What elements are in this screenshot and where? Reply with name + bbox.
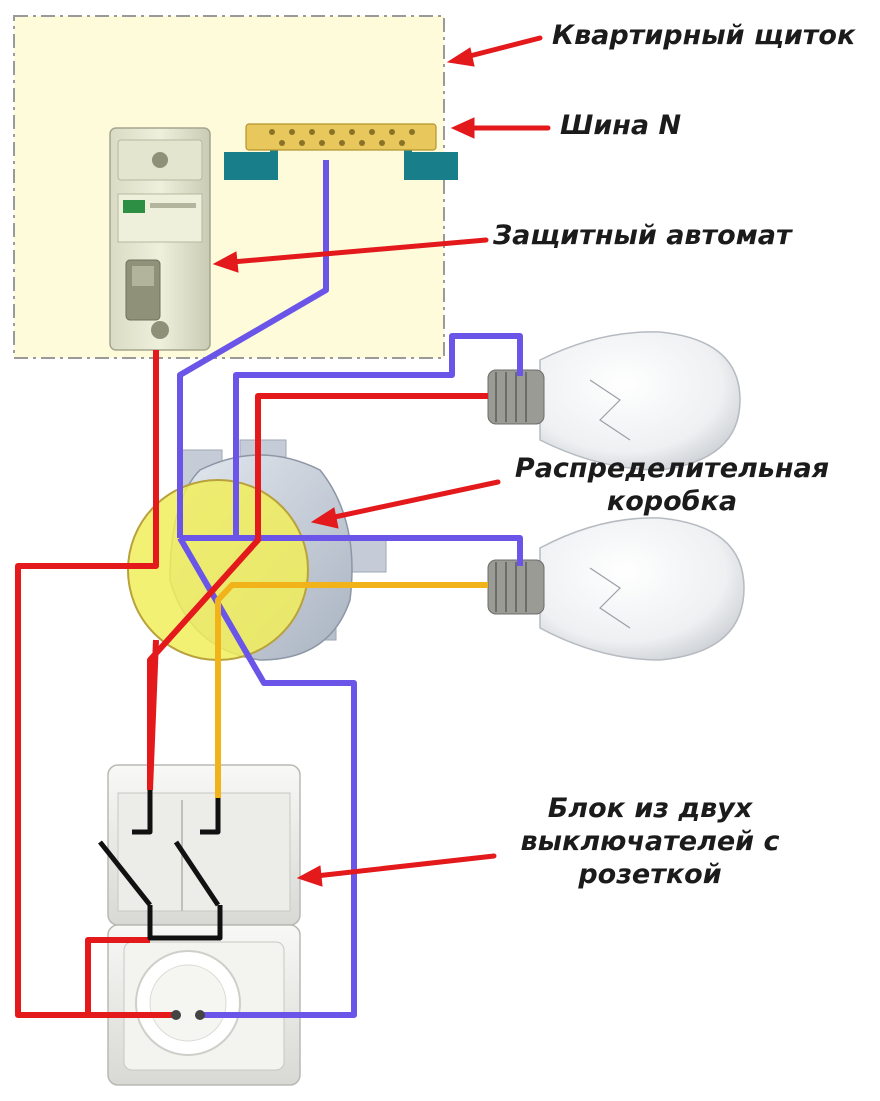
callout-arrows: [212, 35, 551, 887]
apartment-panel: [13, 15, 445, 359]
switch-socket-block: [107, 764, 301, 1086]
arrow-switch-block: [296, 853, 497, 887]
neutral-wire-to-socket: [177, 536, 357, 1018]
label-switch-block: Блок из двух выключателей с розеткой: [500, 793, 800, 892]
arrow-breaker: [212, 237, 489, 273]
neutral-wire-to-bottom-bulb: [180, 535, 523, 566]
phase-wire-from-breaker: [15, 350, 176, 1018]
label-junction-box: Распределительная коробка: [506, 453, 838, 519]
arrow-junction-box: [310, 479, 501, 529]
socket-pin-left: [171, 1010, 181, 1020]
circuit-breaker: [109, 127, 211, 351]
label-junction-box-line-2: коробка: [606, 485, 738, 517]
arrow-panel: [446, 35, 543, 67]
bulb-top: [487, 331, 741, 471]
label-junction-box-line-1: Распределительная: [514, 453, 830, 484]
label-apartment-panel: Квартирный щиток: [552, 20, 856, 51]
label-switch-block-line-1: Блок из двух: [547, 793, 753, 824]
socket-phase-loop: [85, 937, 176, 1018]
socket-pin-right: [195, 1010, 205, 1020]
switched-phase-to-top-bulb: [147, 393, 488, 790]
label-neutral-bus: Шина N: [560, 110, 682, 141]
switched-wire-to-bottom-bulb: [215, 582, 488, 798]
neutral-bus: [224, 123, 458, 180]
bulb-bottom: [487, 517, 745, 661]
neutral-wire-from-bus: [177, 160, 329, 538]
arrow-bus: [450, 117, 551, 139]
label-switch-block-line-2: выключателей с: [520, 825, 780, 857]
switch-contacts: [98, 790, 223, 941]
label-circuit-breaker: Защитный автомат: [493, 220, 792, 251]
label-switch-block-line-3: розеткой: [578, 858, 722, 890]
